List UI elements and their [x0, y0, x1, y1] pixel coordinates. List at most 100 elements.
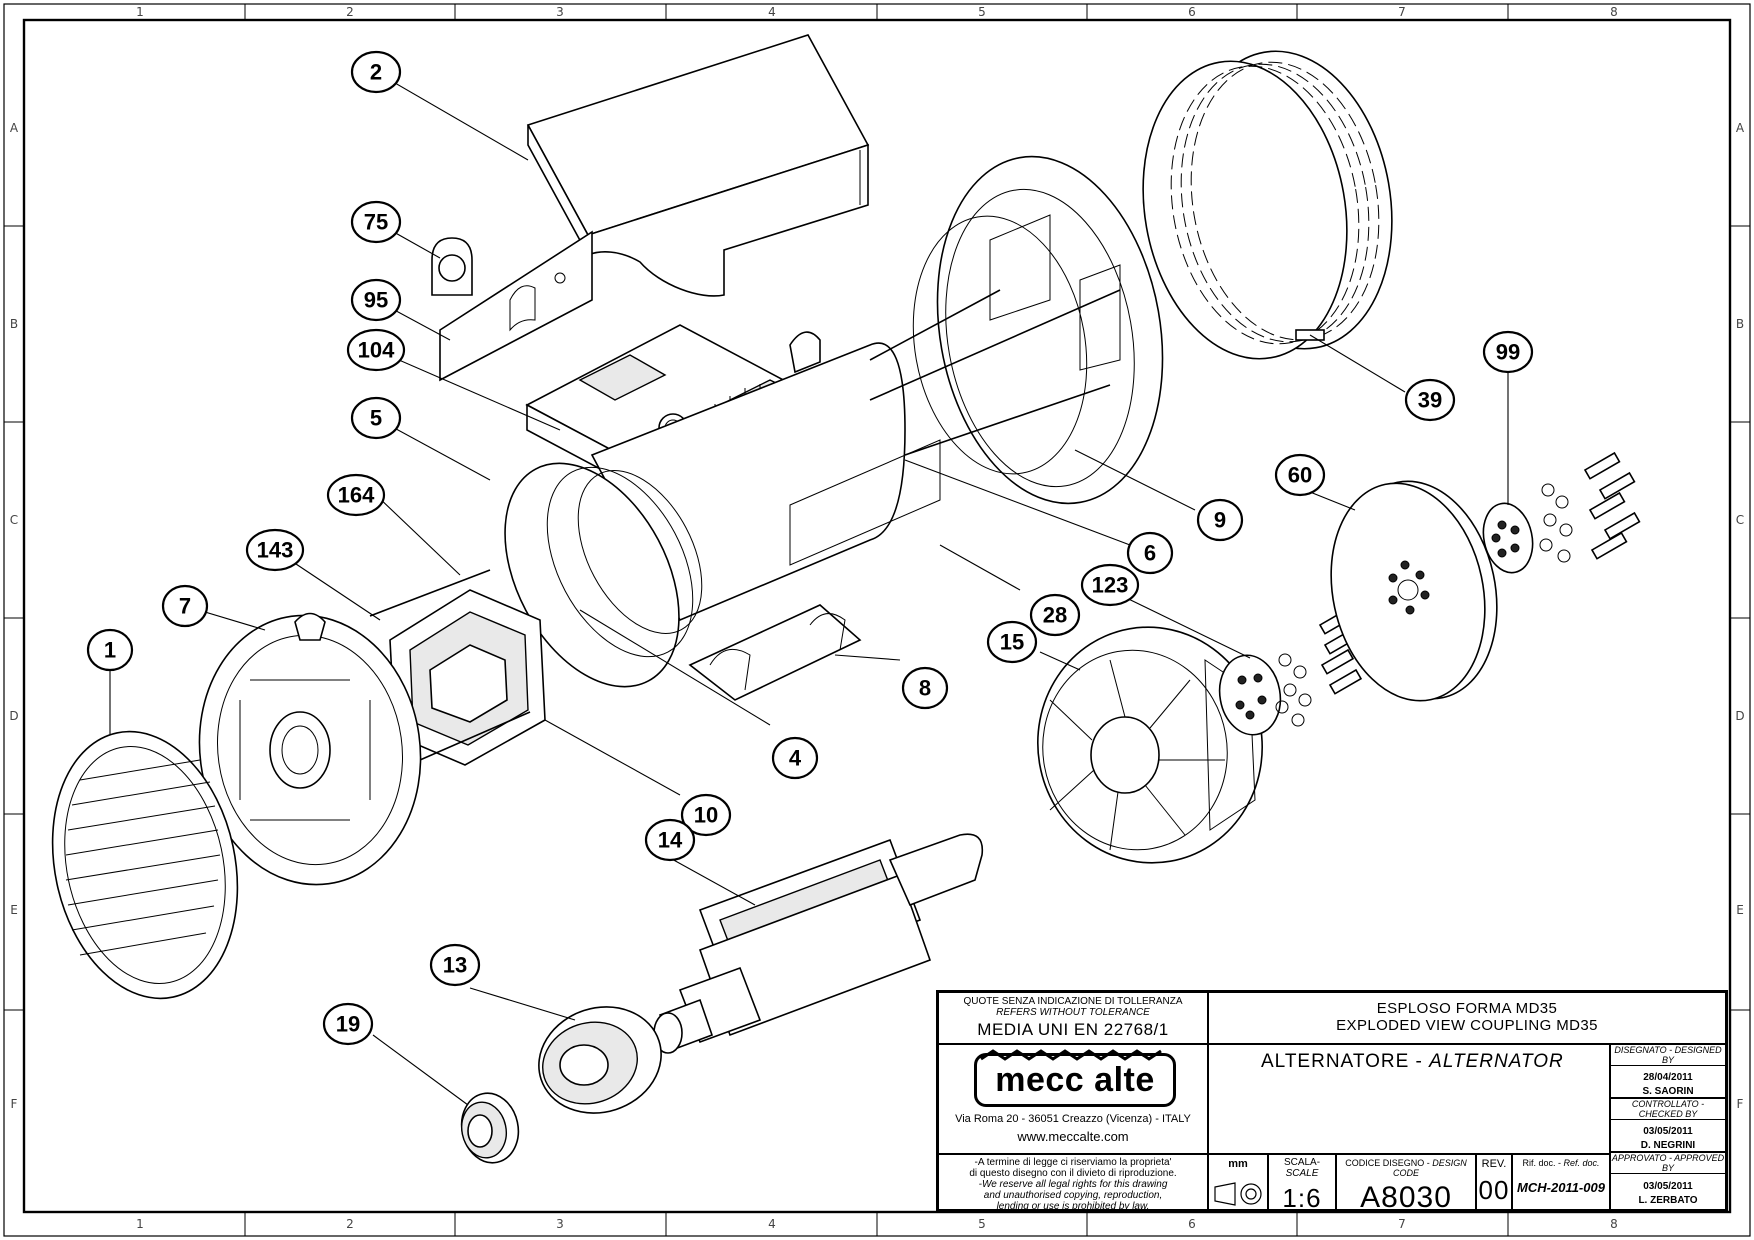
- approved-label-en: APPROVED BY: [1661, 1153, 1725, 1173]
- zone-row-right-a: A: [1736, 121, 1745, 135]
- callout-9: 9: [1196, 498, 1244, 542]
- callout-104: 104: [346, 328, 406, 372]
- legal-it-1: -A termine di legge ci riserviamo la pro…: [974, 1157, 1172, 1168]
- approved-label-it: APPROVATO -: [1611, 1153, 1675, 1163]
- code-label-en: DESIGN CODE: [1392, 1158, 1467, 1178]
- svg-text:123: 123: [1092, 573, 1129, 598]
- zone-col-bottom-4: 4: [768, 1217, 776, 1231]
- legal-note-cell: -A termine di legge ci riserviamo la pro…: [938, 1154, 1208, 1211]
- callout-14: 14: [644, 818, 696, 862]
- svg-text:7: 7: [179, 594, 191, 619]
- callout-143: 143: [245, 528, 305, 572]
- legal-en-3: lending or use is prohibited by law.: [996, 1201, 1150, 1211]
- unit-cell: mm: [1208, 1154, 1268, 1211]
- zone-labels: 1 2 3 4 5 6 7 8 1 2 3 4 5 6 7 8 A B C D …: [9, 5, 1745, 1231]
- sheet-frame: [3, 3, 1751, 1237]
- drawing-title-en: EXPLODED VIEW COUPLING MD35: [1336, 1017, 1598, 1034]
- reference-doc-value: MCH-2011-009: [1517, 1180, 1605, 1195]
- callout-28: 28: [1029, 593, 1081, 637]
- checked-by-cell: CONTROLLATO - CHECKED BY 03/05/2011 D. N…: [1610, 1098, 1726, 1152]
- part-terminal-box-panel: [439, 230, 593, 382]
- svg-text:75: 75: [364, 210, 388, 235]
- callout-4: 4: [771, 736, 819, 780]
- ref-label-it: Rif. doc. -: [1522, 1158, 1564, 1168]
- checked-by: D. NEGRINI: [1640, 1140, 1696, 1151]
- design-code-cell: CODICE DISEGNO - DESIGN CODE A8030: [1336, 1154, 1476, 1211]
- legal-it-2: di questo disegno con il divieto di ripr…: [969, 1168, 1177, 1179]
- svg-text:164: 164: [338, 483, 375, 508]
- callout-2: 2: [350, 50, 402, 94]
- logo-wave-icon: [980, 1049, 1162, 1061]
- designed-by-cell: DISEGNATO - DESIGNED BY 28/04/2011 S. SA…: [1610, 1044, 1726, 1098]
- designed-label-en: DESIGNED BY: [1661, 1045, 1722, 1065]
- designed-label-it: DISEGNATO -: [1614, 1045, 1675, 1055]
- approved-by-cell: APPROVATO - APPROVED BY 03/05/2011 L. ZE…: [1610, 1152, 1726, 1211]
- code-label-it: CODICE DISEGNO -: [1345, 1158, 1433, 1168]
- svg-text:8: 8: [919, 676, 931, 701]
- leader-lines: [109, 71, 1509, 1106]
- zone-row-right-d: D: [1735, 709, 1744, 723]
- zone-col-bottom-2: 2: [346, 1217, 354, 1231]
- zone-col-bottom-7: 7: [1398, 1217, 1406, 1231]
- scale-cell: SCALA-SCALE 1:6: [1268, 1154, 1336, 1211]
- part-front-flange: [869, 155, 1164, 505]
- part-flywheel-adaptor: [1330, 480, 1498, 702]
- callout-10: 10: [680, 793, 732, 837]
- callout-13: 13: [429, 943, 481, 987]
- zone-row-right-f: F: [1737, 1097, 1744, 1111]
- svg-text:2: 2: [370, 60, 382, 85]
- part-hub-bolts: [1218, 608, 1363, 736]
- company-cell: mecc alte Via Roma 20 - 36051 Creazzo (V…: [938, 1044, 1208, 1154]
- designed-by: S. SAORIN: [1642, 1086, 1694, 1097]
- part-stator-frame: [504, 331, 941, 701]
- svg-text:104: 104: [358, 338, 395, 363]
- revision-value: 00: [1478, 1175, 1510, 1205]
- title-block: QUOTE SENZA INDICAZIONE DI TOLLERANZA RE…: [936, 990, 1728, 1211]
- callout-8: 8: [901, 666, 949, 710]
- part-rear-grille: [51, 730, 239, 1000]
- callout-123: 123: [1080, 563, 1140, 607]
- zone-col-bottom-6: 6: [1188, 1217, 1196, 1231]
- zone-col-top-5: 5: [978, 5, 986, 19]
- part-terminal-box-cover: [526, 34, 870, 297]
- svg-text:10: 10: [694, 803, 718, 828]
- checked-label-it: CONTROLLATO -: [1631, 1099, 1705, 1109]
- callout-5: 5: [350, 396, 402, 440]
- checked-label-en: CHECKED BY: [1638, 1109, 1698, 1119]
- callout-19: 19: [322, 1002, 374, 1046]
- projection-symbol-icon: [1214, 1182, 1262, 1206]
- svg-text:14: 14: [658, 828, 683, 853]
- approved-by: L. ZERBATO: [1638, 1195, 1698, 1206]
- unit-label: mm: [1228, 1158, 1248, 1170]
- zone-row-left-c: C: [10, 513, 18, 527]
- legal-en-2: and unauthorised copying, reproduction,: [983, 1190, 1163, 1201]
- part-coupling-disc-plate: [1482, 451, 1641, 574]
- drawing-title-it: ESPLOSO FORMA MD35: [1376, 1000, 1558, 1017]
- zone-row-right-e: E: [1736, 903, 1744, 917]
- svg-text:4: 4: [789, 746, 802, 771]
- company-logo: mecc alte: [974, 1053, 1176, 1107]
- callout-99: 99: [1482, 330, 1534, 374]
- zone-row-left-e: E: [10, 903, 18, 917]
- legal-en-1: -We reserve all legal rights for this dr…: [978, 1179, 1168, 1190]
- tolerance-cell: QUOTE SENZA INDICAZIONE DI TOLLERANZA RE…: [938, 992, 1208, 1044]
- svg-text:19: 19: [336, 1012, 360, 1037]
- svg-text:39: 39: [1418, 388, 1442, 413]
- design-code-value: A8030: [1360, 1181, 1452, 1211]
- scale-label-it: SCALA-: [1283, 1157, 1321, 1168]
- zone-col-top-7: 7: [1398, 5, 1406, 19]
- checked-date: 03/05/2011: [1643, 1126, 1693, 1137]
- zone-row-left-d: D: [9, 709, 18, 723]
- part-rear-shield: [198, 612, 422, 886]
- zone-row-right-c: C: [1736, 513, 1744, 527]
- tolerance-note-it: QUOTE SENZA INDICAZIONE DI TOLLERANZA: [963, 996, 1183, 1007]
- zone-row-left-a: A: [10, 121, 19, 135]
- svg-text:143: 143: [257, 538, 294, 563]
- company-address: Via Roma 20 - 36051 Creazzo (Vicenza) - …: [955, 1113, 1191, 1125]
- zone-col-bottom-5: 5: [978, 1217, 986, 1231]
- svg-text:95: 95: [364, 288, 388, 313]
- svg-text:6: 6: [1144, 541, 1156, 566]
- part-coupling-band: [1142, 50, 1393, 360]
- product-cell: ALTERNATORE - ALTERNATOR: [1208, 1044, 1610, 1154]
